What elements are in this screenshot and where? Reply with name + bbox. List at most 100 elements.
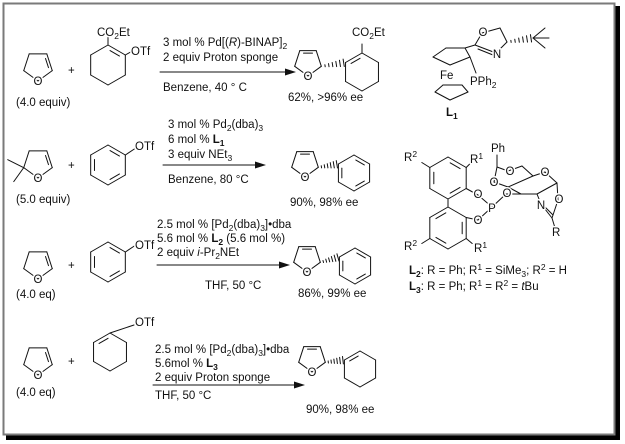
text-segment: = H (546, 265, 567, 277)
text-segment: 2 (215, 251, 220, 261)
reactant-amount: (4.0 equiv) (16, 97, 71, 109)
atom-label-n: N (537, 200, 545, 212)
solvent-temperature: Benzene, 80 °C (168, 174, 249, 186)
atom-label-o: O (34, 370, 43, 382)
text-segment: 2 equiv Proton sponge (155, 372, 270, 384)
bond-line (449, 162, 461, 170)
bond-line (338, 247, 356, 258)
text-segment: 2 (227, 123, 232, 133)
r1-label: R1 (470, 151, 483, 166)
condition-line: 2 equiv Proton sponge (163, 52, 278, 64)
text-segment: L (211, 233, 218, 245)
bond-line (536, 182, 558, 195)
atom-label-o: O (301, 172, 310, 184)
atom-label-o: O (503, 188, 512, 200)
text-segment: 2 (227, 348, 232, 358)
condition-line: 3 mol % Pd[(R)-BINAP]2 (163, 37, 288, 51)
ligand-l3-description: L3: R = Ph; R1 = R2 = tBu (409, 278, 539, 295)
condition-line: 3 mol % Pd2(dba)3 (168, 119, 263, 133)
phenyl-label: Ph (491, 143, 505, 155)
text-segment: Et (119, 27, 131, 39)
bond-line (355, 180, 365, 187)
text-segment: ]•dba (265, 219, 292, 231)
bond-line (294, 50, 301, 67)
bond-line (90, 174, 109, 186)
text-segment: Bu (525, 281, 539, 293)
bond-line (435, 212, 447, 220)
bond-line (350, 57, 361, 64)
arrowhead (255, 161, 266, 169)
frame-shadow-right (614, 6, 620, 440)
solvent-temperature: THF, 50 °C (205, 280, 261, 292)
bond-line (361, 52, 379, 63)
bond-line (90, 44, 109, 56)
text-segment: 3 (258, 348, 263, 358)
bond-line (474, 44, 497, 54)
reaction-4: (4.0 eq) + OTf 2.5 mol % [Pd2(dba)3]•dba… (16, 316, 374, 417)
plus-sign: + (68, 65, 75, 77)
bond-line (536, 193, 542, 205)
reaction-3: (4.0 eq) + OTf 2.5 mol % [Pd2(dba)3]•dba… (16, 219, 366, 301)
bond-line (449, 56, 471, 66)
bond-line (507, 175, 534, 188)
ligand-structures: Fe PPh2 L1 R2 R1 R2 R1 Ph R L2: R = Ph; … (403, 69, 567, 296)
reactant-amount: (5.0 equiv) (16, 194, 71, 206)
text-segment: (5.6 mol %) (223, 233, 285, 245)
bond-line (449, 91, 469, 101)
bond-line (336, 357, 338, 365)
bond-line (46, 347, 53, 366)
condition-line: 2 equiv Proton sponge (155, 372, 270, 384)
bond-line (434, 84, 444, 93)
reaction-1: (4.0 equiv) + CO2Et OTf 3 mol % Pd[(R)-B… (16, 26, 387, 110)
bond-line (23, 347, 30, 366)
text-segment: 5.6mol % (155, 358, 206, 370)
bond-line (551, 199, 559, 219)
bond-line (338, 59, 341, 68)
atom-label-n: N (493, 49, 501, 61)
bond-drawing (7, 27, 559, 389)
bond-line (298, 361, 313, 373)
bond-line (359, 377, 377, 388)
bond-line (7, 159, 25, 169)
bond-line (339, 356, 341, 365)
bond-line (532, 37, 546, 49)
bond-line (356, 252, 366, 259)
text-segment: 2 (412, 238, 417, 248)
atom-label-o: O (34, 274, 43, 286)
condition-line: 5.6mol % L3 (155, 358, 218, 372)
bond-line (336, 253, 340, 262)
bond-line (294, 65, 309, 77)
reactant-amount: (4.0 eq) (16, 387, 56, 399)
bond-line (312, 151, 319, 168)
bond-line (90, 271, 109, 283)
bond-line (551, 217, 556, 229)
bond-line (329, 162, 332, 169)
bond-line (107, 144, 126, 156)
text-segment: R (229, 37, 237, 49)
text-segment: 2 (283, 41, 288, 51)
bond-line (353, 181, 371, 192)
bond-line (355, 159, 365, 166)
bond-line (90, 241, 109, 253)
text-segment: 1 (453, 111, 458, 121)
bond-line (338, 274, 356, 285)
atom-label-o: O (34, 173, 43, 185)
atom-label-o: O (474, 215, 483, 227)
bond-line (429, 238, 449, 250)
bond-line (306, 261, 321, 273)
bond-line (481, 27, 501, 34)
bond-line (311, 361, 326, 373)
bond-line (493, 181, 509, 188)
text-segment: : R = Ph; R (421, 265, 478, 277)
atom-label-p: P (488, 203, 496, 215)
bond-line (474, 32, 483, 46)
text-segment: R (470, 154, 478, 166)
bond-line (109, 173, 120, 180)
bond-line (532, 171, 546, 177)
bond-line (354, 274, 372, 285)
text-segment: L (213, 134, 220, 146)
bond-line (477, 48, 494, 56)
text-segment: NEt (220, 247, 240, 259)
atom-label-o: O (506, 166, 515, 178)
